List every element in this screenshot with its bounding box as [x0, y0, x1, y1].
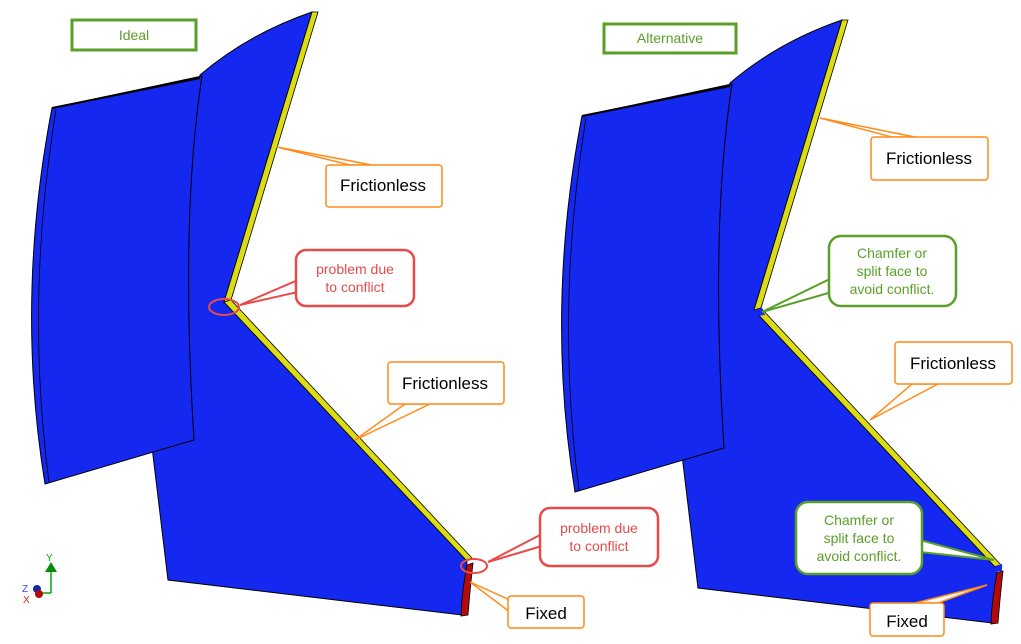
y-arrow-icon [45, 562, 57, 572]
svg-text:Chamfer or: Chamfer or [824, 512, 894, 528]
ideal-part-model [30, 11, 474, 617]
svg-text:split face to: split face to [857, 263, 928, 279]
svg-text:problem due: problem due [316, 261, 394, 277]
svg-text:Frictionless: Frictionless [910, 354, 996, 373]
svg-text:problem due: problem due [560, 520, 638, 536]
callout-problem-2: problem due to conflict [460, 506, 660, 574]
axis-triad: Y Z X [22, 553, 57, 606]
ideal-title-box: Ideal [70, 18, 198, 52]
svg-text:Frictionless: Frictionless [402, 374, 488, 393]
callout-frictionless-top: Frictionless [276, 146, 443, 208]
svg-text:Frictionless: Frictionless [340, 176, 426, 195]
svg-text:Alternative: Alternative [637, 30, 703, 46]
callout-frictionless-bottom: Frictionless [354, 361, 505, 441]
svg-text:Fixed: Fixed [525, 604, 567, 623]
svg-text:Y: Y [46, 553, 53, 564]
svg-text:avoid conflict.: avoid conflict. [817, 548, 902, 564]
svg-text:to conflict: to conflict [569, 538, 628, 554]
callout-chamfer-1: Chamfer or split face to avoid conflict. [761, 234, 958, 313]
svg-text:to conflict: to conflict [325, 279, 384, 295]
svg-text:split face to: split face to [824, 530, 895, 546]
svg-text:X: X [23, 595, 30, 606]
chamfer-patch-1 [754, 308, 765, 316]
alternative-panel: Alternative Frictionless Chamfer or spli… [560, 19, 1013, 637]
ideal-panel: Ideal Frictionless Frictionless problem … [22, 11, 660, 629]
chamfer-patch-2 [995, 564, 1002, 572]
alternative-title-box: Alternative [602, 22, 738, 55]
ideal-title: Ideal [119, 27, 149, 43]
callout-frictionless-top: Frictionless [819, 117, 989, 181]
svg-text:Frictionless: Frictionless [886, 149, 972, 168]
svg-text:Fixed: Fixed [886, 612, 928, 631]
callout-fixed: Fixed [469, 581, 585, 629]
callout-chamfer-2: Chamfer or split face to avoid conflict. [794, 500, 995, 576]
callout-fixed: Fixed [869, 584, 988, 637]
callout-problem-1: problem due to conflict [208, 248, 416, 316]
svg-text:Z: Z [22, 584, 28, 595]
callout-frictionless-bottom: Frictionless [869, 341, 1013, 421]
svg-text:avoid conflict.: avoid conflict. [850, 281, 935, 297]
svg-text:Chamfer or: Chamfer or [857, 245, 927, 261]
